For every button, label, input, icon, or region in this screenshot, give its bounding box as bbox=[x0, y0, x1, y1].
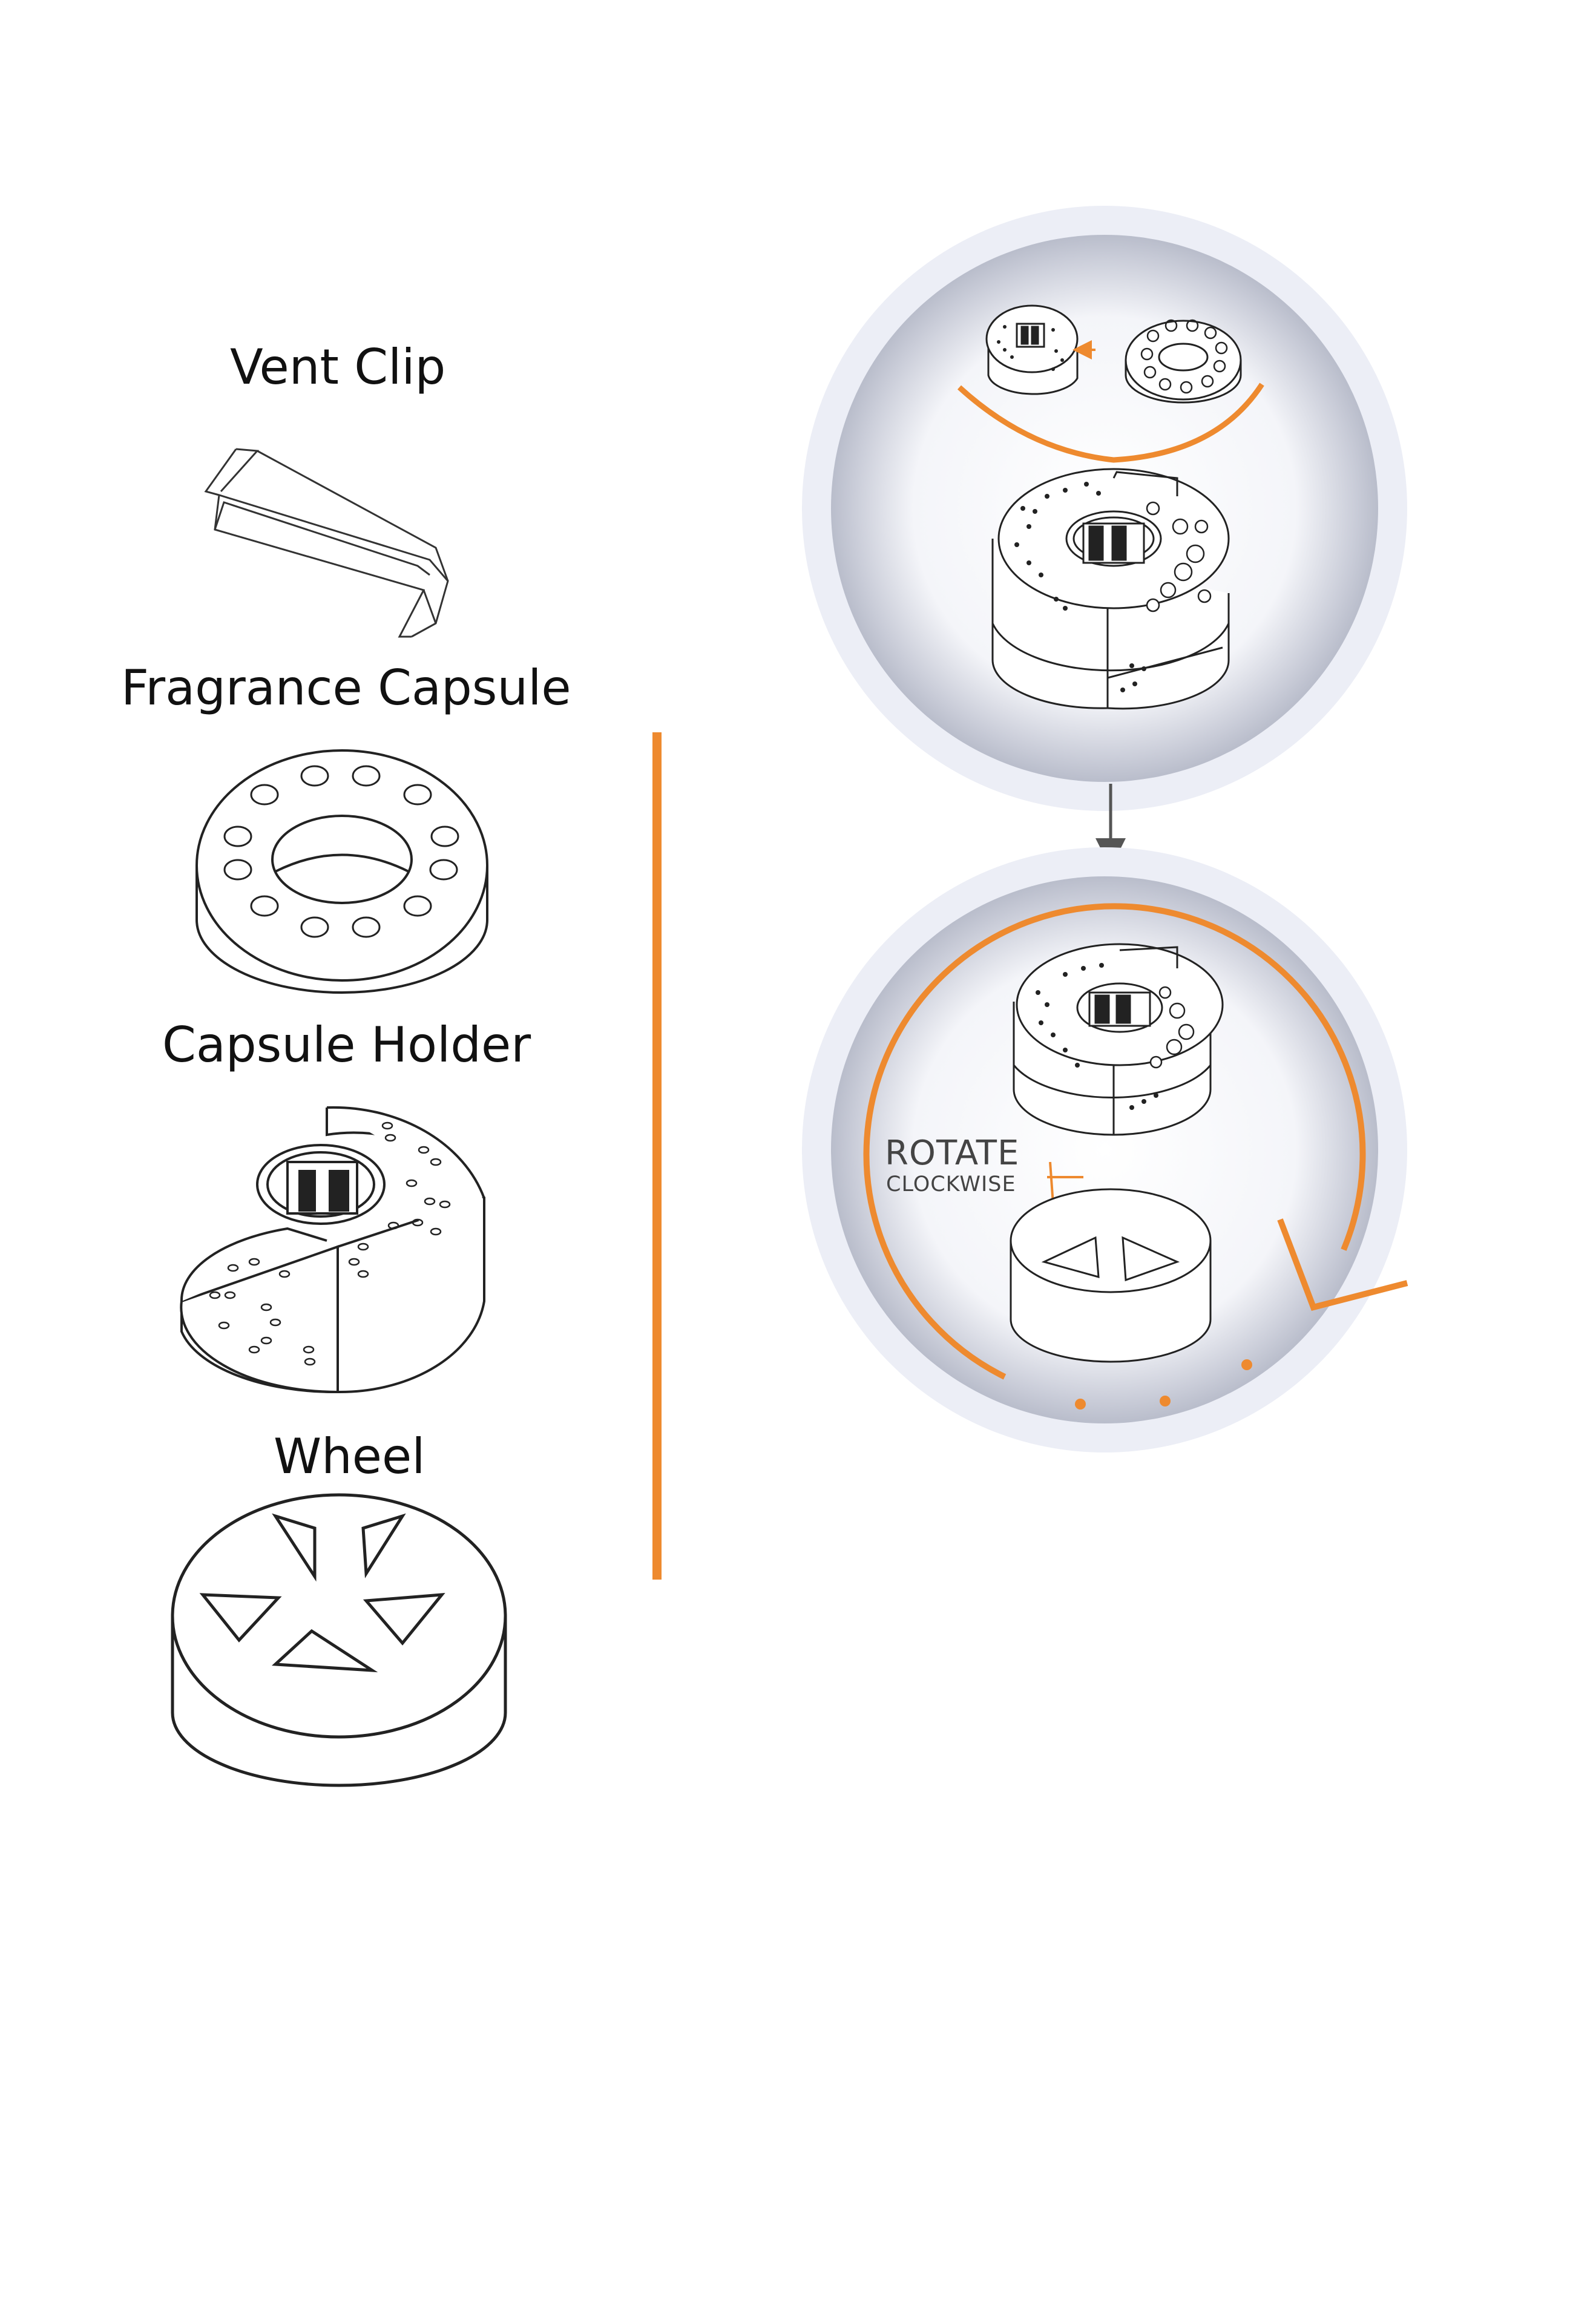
step-2-bubble bbox=[802, 847, 1407, 1452]
rotate-direction: CLOCKWISE bbox=[886, 1172, 1016, 1196]
part-label-vent-clip: Vent Clip bbox=[230, 339, 446, 395]
rotate-into-wheel-icon bbox=[863, 903, 1408, 1410]
insert-capsule-icon bbox=[957, 304, 1264, 710]
wheel-icon bbox=[171, 1493, 507, 1787]
divider-line bbox=[652, 732, 662, 1580]
part-label-wheel: Wheel bbox=[274, 1428, 425, 1485]
vent-clip-icon bbox=[204, 448, 449, 638]
part-label-fragrance-capsule: Fragrance Capsule bbox=[121, 660, 571, 716]
capsule-holder-icon bbox=[180, 1106, 485, 1394]
fragrance-capsule-icon bbox=[195, 749, 488, 994]
part-label-capsule-holder: Capsule Holder bbox=[162, 1017, 531, 1073]
rotate-instruction: ROTATE bbox=[885, 1134, 1020, 1173]
